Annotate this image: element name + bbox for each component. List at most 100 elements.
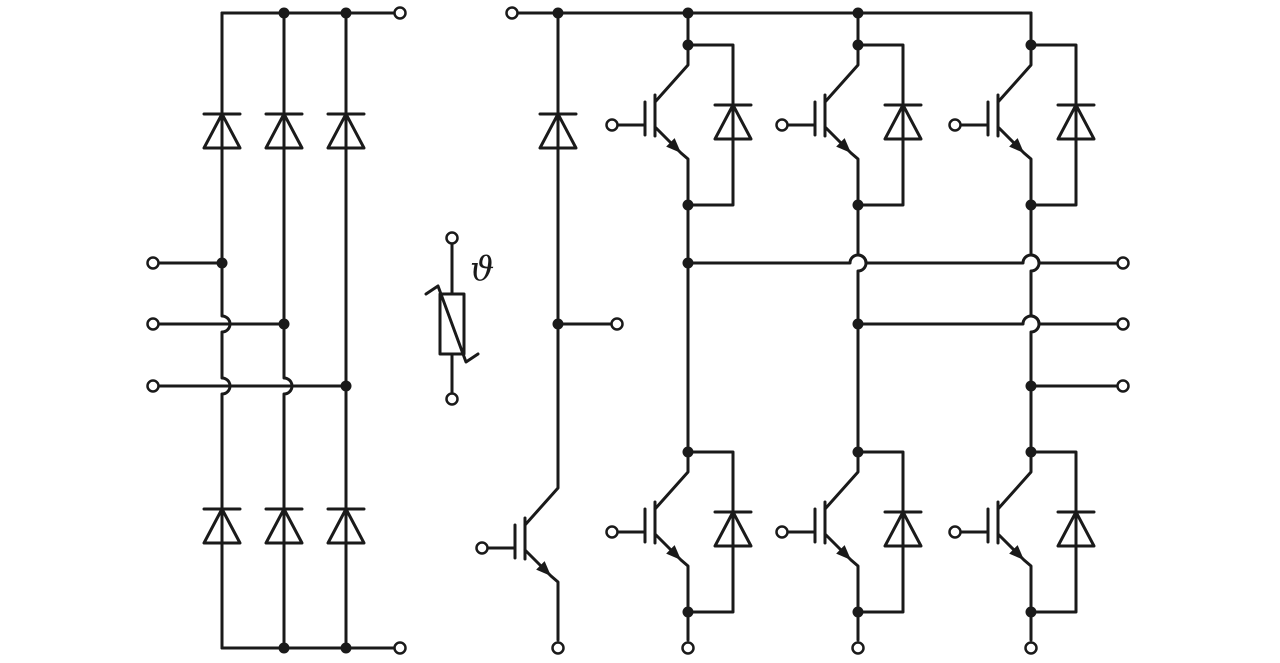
diode-triangle [883, 103, 923, 141]
emitter-arrow [666, 138, 681, 153]
diode [1056, 510, 1096, 548]
terminal [851, 641, 865, 655]
terminal [1116, 317, 1130, 331]
diode [202, 112, 242, 150]
inverter-leg-w [948, 11, 1096, 655]
diode [883, 103, 923, 141]
igbt-cell [948, 446, 1096, 618]
igbt-transistor [948, 450, 1033, 609]
junction-dot [852, 318, 864, 330]
diode-triangle [538, 112, 578, 150]
terminal [948, 525, 962, 539]
terminal [610, 317, 624, 331]
diode-triangle [1056, 103, 1096, 141]
igbt-cell [775, 446, 923, 618]
igbt-gate [786, 100, 817, 137]
terminal [445, 231, 459, 245]
diode-triangle [264, 112, 304, 150]
diode-triangle [264, 507, 304, 545]
rectifier-bridge [146, 6, 407, 655]
igbt-collector-lead [653, 450, 690, 511]
freewheel-diode-loop [1029, 43, 1078, 207]
freewheel-diode-loop [856, 43, 905, 207]
terminal [445, 392, 459, 406]
igbt-emitter-lead [653, 125, 690, 203]
igbt-gate [959, 100, 990, 137]
phase-link [1029, 199, 1041, 454]
emitter-arrow [1009, 138, 1024, 153]
igbt-emitter-lead [653, 532, 690, 609]
junction-dot [1025, 380, 1037, 392]
thermistor-body [438, 292, 466, 356]
terminal [605, 118, 619, 132]
diode-triangle [326, 507, 366, 545]
emitter-arrow [666, 545, 681, 560]
igbt-transistor [605, 43, 690, 203]
diode-triangle [202, 112, 242, 150]
igbt-transistor [475, 484, 560, 642]
igbt-transistor [948, 43, 1033, 203]
igbt-collector-lead [996, 43, 1033, 104]
igbt-collector-lead [523, 484, 560, 527]
junction-dot [340, 380, 352, 392]
junction-dot [278, 7, 290, 19]
emitter-arrow [836, 138, 851, 153]
diode-triangle [883, 510, 923, 548]
terminal [948, 118, 962, 132]
freewheel-diode-loop [856, 450, 905, 614]
igbt-transistor [775, 450, 860, 609]
freewheel-diode-loop [1029, 450, 1078, 614]
igbt-cell [605, 39, 753, 211]
igbt-cell [948, 39, 1096, 211]
junction-dot [216, 257, 228, 269]
diode [713, 510, 753, 548]
igbt-cell [775, 39, 923, 211]
igbt-transistor [605, 450, 690, 609]
diode [1056, 103, 1096, 141]
diode [326, 112, 366, 150]
diode-triangle [713, 510, 753, 548]
emitter-arrow [1009, 545, 1024, 560]
junction-dot [852, 39, 864, 51]
diode [264, 507, 304, 545]
thermistor-symbol: ϑ [470, 249, 494, 289]
rectifier-leg-2 [282, 11, 294, 650]
diode [264, 112, 304, 150]
igbt-transistor [775, 43, 860, 203]
junction-dot [1025, 39, 1037, 51]
phase-output-u [686, 253, 1119, 265]
terminal [505, 6, 519, 20]
terminal [775, 118, 789, 132]
igbt-gate [486, 523, 517, 560]
inverter-dc-plus-bus [515, 11, 1033, 47]
brake-chopper [475, 11, 624, 655]
terminal [551, 641, 565, 655]
junction-dot [340, 642, 352, 654]
terminal [605, 525, 619, 539]
igbt-cell [605, 446, 753, 618]
igbt-collector-lead [823, 450, 860, 511]
diode [326, 507, 366, 545]
emitter-arrow [836, 545, 851, 560]
inverter-bridge [605, 11, 1130, 655]
igbt-gate [616, 100, 647, 137]
ntc-thermistor: ϑ [424, 231, 494, 406]
junction-dot [682, 39, 694, 51]
terminal [1116, 379, 1130, 393]
freewheel-diode-loop [686, 43, 735, 207]
diode [538, 112, 578, 150]
terminal [146, 379, 160, 393]
igbt-gate [616, 507, 647, 544]
junction-dot [278, 642, 290, 654]
igbt-gate [959, 507, 990, 544]
inverter-leg-u [605, 11, 753, 655]
diode-triangle [202, 507, 242, 545]
igbt-emitter-lead [996, 125, 1033, 203]
freewheel-diode-loop [686, 450, 735, 614]
thermistor-slash [424, 284, 480, 364]
igbt-emitter-lead [523, 548, 560, 642]
junction-dot [340, 7, 352, 19]
terminal [146, 317, 160, 331]
terminal [146, 256, 160, 270]
diode-triangle [713, 103, 753, 141]
